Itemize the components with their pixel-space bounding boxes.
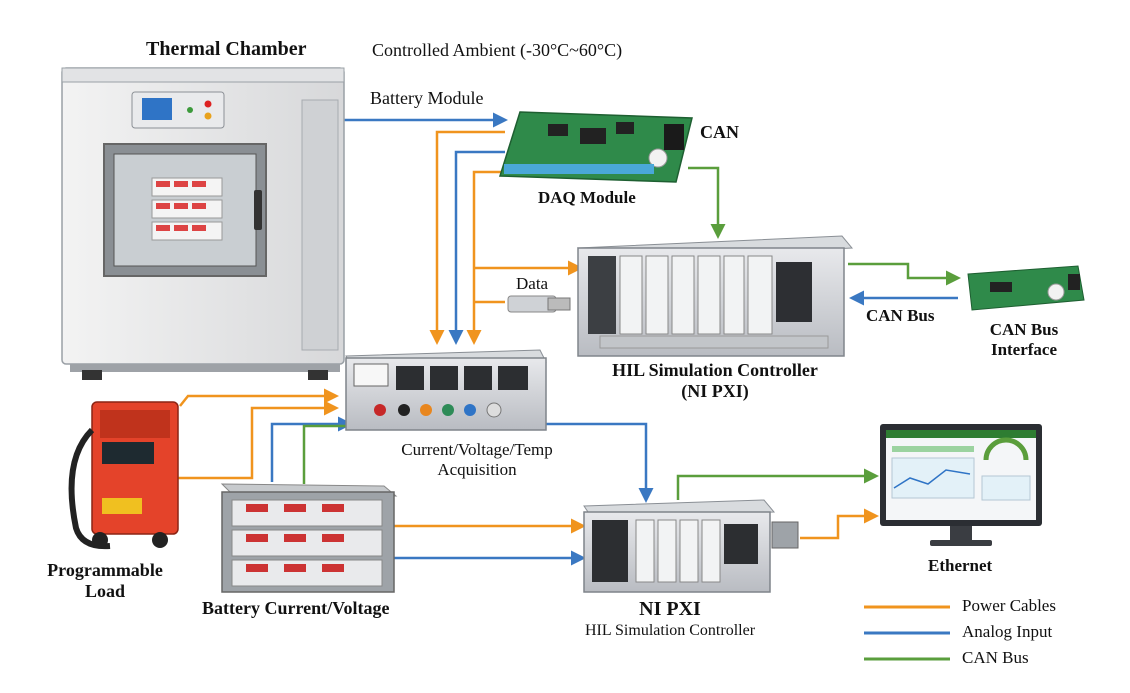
ethernet-label: Ethernet (928, 556, 993, 575)
acquisition-label-line2: Acquisition (437, 459, 517, 479)
programmable-load-label-line1: Programmable (47, 560, 163, 580)
battery-current-voltage-label: Battery Current/Voltage (202, 598, 390, 618)
legend-lines (864, 605, 950, 661)
monitor (880, 424, 1042, 546)
data-label: Data (516, 274, 549, 293)
connections (178, 112, 961, 566)
battery-module-label: Battery Module (370, 88, 484, 108)
programmable-load-label-line2: Load (84, 580, 126, 601)
hil-controller-label-line1: HIL Simulation Controller (612, 360, 818, 380)
power-line-load-acq-2 (178, 400, 339, 480)
programmable-load-label: Programmable Load (30, 560, 180, 601)
can-bus-interface (967, 265, 1085, 311)
power-line-pxi-monitor (800, 508, 879, 540)
hil-controller-label: HIL Simulation Controller (NI PXI) (580, 360, 850, 401)
legend-text-power: Power Cables (962, 596, 1056, 615)
chamber-subtitle: Controlled Ambient (-30°C~60°C) (372, 40, 623, 60)
daq-module-label: DAQ Module (538, 188, 636, 207)
can-label: CAN (700, 122, 739, 142)
chamber-title: Thermal Chamber (146, 38, 307, 60)
legend-text-can: CAN Bus (962, 648, 1029, 667)
hil-controller-label-line2: (NI PXI) (681, 380, 749, 401)
can-bus-interface-label-line1: CAN Bus (989, 320, 1059, 339)
analog-line-battery-acq (270, 416, 353, 482)
ni-pxi (583, 499, 799, 593)
daq-module (498, 111, 693, 183)
analog-line-acq-pxi (545, 422, 654, 503)
chamber-battery-stack (151, 177, 223, 241)
battery-pack (220, 483, 398, 593)
can-line-pxi-monitor (676, 468, 879, 500)
can-bus-interface-label: CAN Bus Interface (974, 320, 1074, 359)
acquisition-label: Current/Voltage/Temp Acquisition (372, 440, 582, 479)
can-line-daq-hil (688, 166, 726, 239)
ni-pxi-label: NI PXI (639, 598, 701, 620)
ni-pxi-sublabel: HIL Simulation Controller (584, 622, 756, 639)
data-connector (507, 295, 571, 313)
programmable-load (68, 401, 179, 550)
can-line-hil-interface (848, 262, 961, 286)
acquisition-unit (345, 349, 547, 431)
thermal-chamber (61, 67, 345, 380)
power-line-daq-acq-1 (429, 130, 505, 345)
can-bus-label: CAN Bus (866, 306, 935, 325)
hil-controller (576, 235, 854, 357)
acquisition-label-line1: Current/Voltage/Temp (401, 440, 553, 459)
can-line-battery-acq (302, 424, 354, 484)
power-line-load-acq-1 (179, 388, 339, 407)
power-line-daq-acq-2 (466, 170, 505, 345)
analog-line-daq-acq (448, 150, 505, 345)
can-bus-interface-label-line2: Interface (990, 339, 1058, 359)
legend-text-analog: Analog Input (962, 622, 1053, 641)
